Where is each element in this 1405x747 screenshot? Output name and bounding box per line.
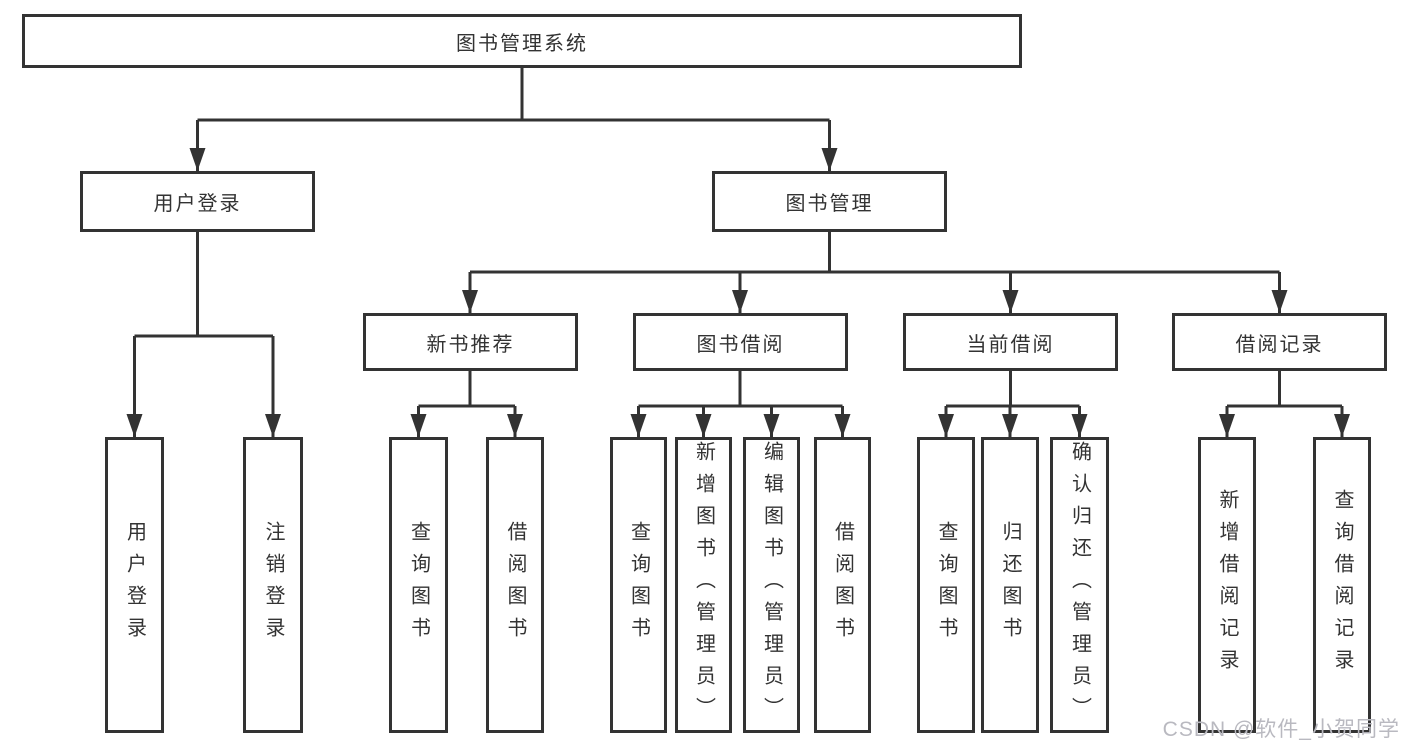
leaf-query-books-borrowing: 查询图书 [610, 437, 667, 733]
node-new-book-recommendation: 新书推荐 [363, 313, 578, 371]
node-borrowing-records-label: 借阅记录 [1235, 333, 1324, 356]
leaf-user-login-label: 用户登录 [123, 521, 146, 649]
leaf-add-borrow-record-label: 新增借阅记录 [1216, 489, 1238, 681]
leaf-return-books: 归还图书 [981, 437, 1039, 733]
csdn-watermark: CSDN @软件_小贺同学 [1162, 718, 1400, 741]
node-book-borrowing-label: 图书借阅 [696, 333, 785, 356]
leaf-user-login: 用户登录 [105, 437, 164, 733]
node-book-borrowing: 图书借阅 [633, 313, 848, 371]
leaf-confirm-return-admin-label: 确认归还（管理员） [1068, 441, 1091, 729]
leaf-borrow-books-recommend-label: 借阅图书 [504, 521, 526, 649]
leaf-query-books-current-label: 查询图书 [935, 521, 957, 649]
leaf-borrow-books-recommend: 借阅图书 [486, 437, 544, 733]
leaf-logout: 注销登录 [243, 437, 303, 733]
node-new-book-recommendation-label: 新书推荐 [426, 333, 515, 356]
leaf-borrow-books-label: 借阅图书 [831, 521, 854, 649]
leaf-query-borrow-record-label: 查询借阅记录 [1331, 489, 1353, 681]
node-root-library-system: 图书管理系统 [22, 14, 1022, 68]
node-current-borrowing: 当前借阅 [903, 313, 1118, 371]
node-user-login-branch-label: 用户登录 [153, 193, 242, 215]
leaf-add-books-admin: 新增图书（管理员） [675, 437, 732, 733]
leaf-add-books-admin-label: 新增图书（管理员） [692, 441, 715, 729]
leaf-edit-books-admin-label: 编辑图书（管理员） [760, 441, 783, 729]
leaf-edit-books-admin: 编辑图书（管理员） [743, 437, 800, 733]
leaf-logout-label: 注销登录 [262, 521, 284, 649]
node-book-management-branch: 图书管理 [712, 171, 947, 232]
leaf-query-books-borrowing-label: 查询图书 [627, 521, 650, 649]
node-current-borrowing-label: 当前借阅 [966, 333, 1055, 356]
leaf-query-books-recommend-label: 查询图书 [407, 521, 430, 649]
leaf-query-books-current: 查询图书 [917, 437, 975, 733]
leaf-return-books-label: 归还图书 [999, 521, 1021, 649]
leaf-borrow-books: 借阅图书 [814, 437, 871, 733]
node-user-login-branch: 用户登录 [80, 171, 315, 232]
leaf-confirm-return-admin: 确认归还（管理员） [1050, 437, 1109, 733]
node-root-label: 图书管理系统 [456, 32, 588, 55]
node-borrowing-records: 借阅记录 [1172, 313, 1387, 371]
node-book-management-branch-label: 图书管理 [785, 193, 874, 215]
leaf-add-borrow-record: 新增借阅记录 [1198, 437, 1256, 733]
leaf-query-books-recommend: 查询图书 [389, 437, 448, 733]
leaf-query-borrow-record: 查询借阅记录 [1313, 437, 1371, 733]
